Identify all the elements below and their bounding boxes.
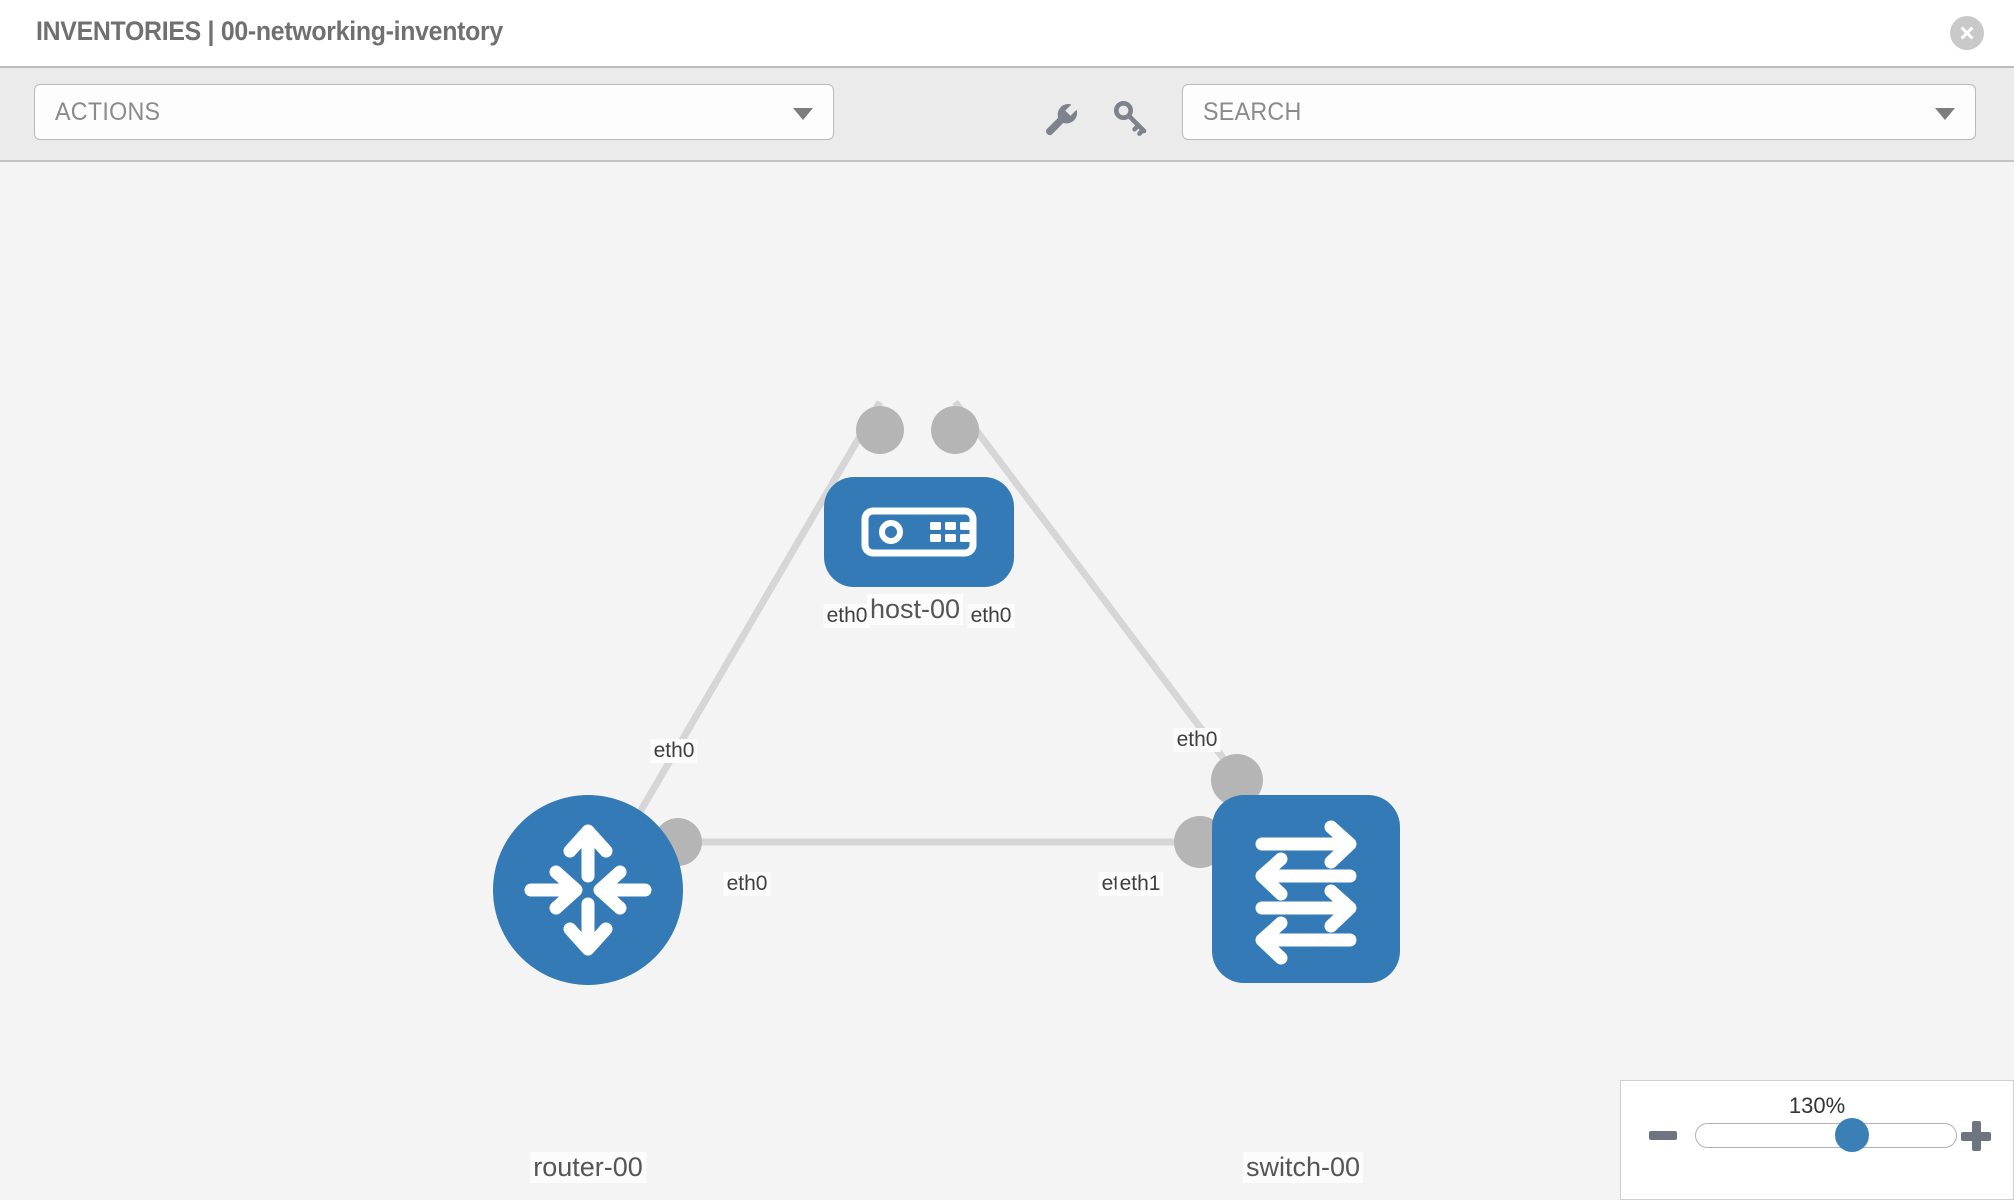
nub-switch-up [1211, 754, 1263, 806]
zoom-level-value: 130% [1788, 1093, 1846, 1118]
zoom-control-panel: 130% [1620, 1080, 2014, 1200]
wrench-icon[interactable] [1038, 96, 1082, 140]
window-header: INVENTORIES | 00-networking-inventory [0, 0, 2014, 68]
page-title: INVENTORIES | 00-networking-inventory [36, 16, 503, 46]
node-switch-00 [1212, 795, 1400, 983]
link-label-host-right: eth0 [967, 604, 1015, 628]
link-label-host-left: eth0 [823, 604, 871, 628]
zoom-slider-thumb[interactable] [1835, 1118, 1869, 1152]
nub-host-left [856, 406, 904, 454]
link-label-switch-left: eth1 [1116, 872, 1164, 896]
link-label-router-right: eth0 [723, 872, 771, 896]
connector-nubs-layer [654, 406, 1263, 868]
zoom-out-button[interactable] [1649, 1131, 1677, 1140]
chevron-down-icon [793, 108, 813, 120]
close-icon[interactable] [1950, 16, 1984, 50]
link-label-router-up: eth0 [650, 739, 698, 763]
topology-graph [493, 399, 1400, 985]
node-host-00 [824, 477, 1014, 587]
node-router-00 [493, 795, 683, 985]
chevron-down-icon [1935, 108, 1955, 120]
search-input[interactable]: SEARCH [1182, 84, 1976, 140]
zoom-in-button[interactable] [1961, 1121, 1991, 1151]
actions-dropdown-label: ACTIONS [55, 98, 161, 126]
node-label-switch: switch-00 [1242, 1152, 1364, 1183]
nub-host-right [931, 406, 979, 454]
key-icon[interactable] [1108, 96, 1152, 140]
search-placeholder: SEARCH [1203, 98, 1302, 126]
actions-dropdown[interactable]: ACTIONS [34, 84, 834, 140]
link-label-switch-up: eth0 [1173, 728, 1221, 752]
zoom-slider[interactable] [1695, 1118, 1957, 1152]
link-host-switch [952, 399, 1248, 790]
topology-canvas[interactable]: host-00 router-00 switch-00 eth0 eth0 et… [0, 162, 2014, 1200]
node-label-host: host-00 [866, 594, 964, 625]
node-label-router: router-00 [530, 1152, 646, 1183]
